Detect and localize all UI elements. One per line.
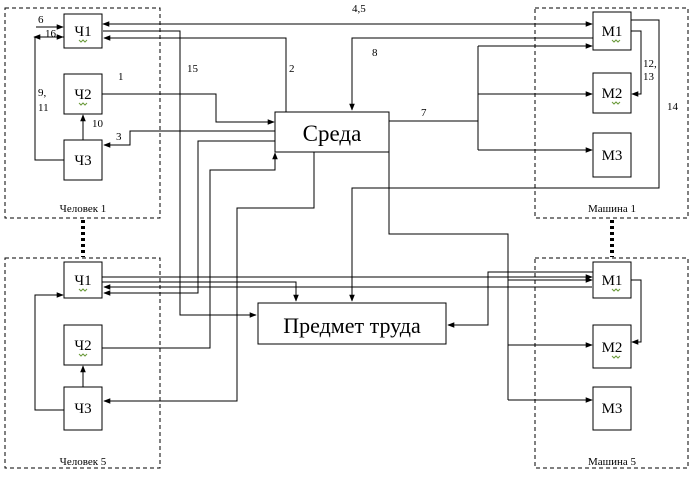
m1-m3-block (592, 132, 632, 178)
h5-ch3-block (63, 386, 103, 431)
m1-m2-label: М2 (602, 86, 623, 102)
link-14 (349, 19, 660, 302)
link-2 (103, 35, 287, 112)
m1-m2-block (592, 72, 632, 114)
h5-ch1-block (63, 261, 103, 299)
link-label-6: 6 (38, 14, 44, 26)
link-label-3: 3 (116, 131, 122, 143)
link-label-11: 11 (38, 102, 49, 114)
link-label-10: 10 (92, 118, 104, 130)
link-3 (103, 130, 275, 148)
link-label-1: 1 (118, 71, 124, 83)
link-label-45: 4,5 (352, 3, 366, 15)
h5-ch2-label: Ч2 (74, 338, 91, 354)
link-label-2: 2 (289, 63, 295, 75)
link-env-h5-ch3 (103, 152, 315, 404)
link-label-13: 13 (643, 71, 655, 83)
labor-object-block (257, 302, 447, 345)
link-h5-ch2-env (102, 152, 278, 349)
machine1-caption: Машина 1 (588, 203, 636, 215)
link-m5-labor (447, 271, 593, 328)
m1-m1-label: М1 (602, 24, 623, 40)
m5-m1-label: М1 (602, 273, 623, 289)
m5-m3-block (592, 386, 632, 431)
link-8 (349, 37, 593, 111)
h5-ch3-label: Ч3 (74, 401, 91, 417)
link-env-h5-ch1 (103, 140, 275, 296)
labor-object-label: Предмет труда (283, 313, 421, 338)
environment-label: Среда (303, 121, 362, 146)
link-label-12: 12, (643, 58, 657, 70)
m1-m3-label: М3 (602, 148, 623, 164)
h5-ch2-block (63, 324, 103, 366)
link-label-7: 7 (421, 107, 427, 119)
group-frame-human1 (4, 7, 161, 219)
human1-caption: Человек 1 (60, 203, 107, 215)
link-9-11 (34, 34, 64, 161)
m5-m2-label: М2 (602, 340, 623, 356)
group-frame-human5 (4, 257, 161, 469)
link-label-9: 9, (38, 87, 47, 99)
link-1 (102, 93, 275, 125)
link-label-8: 8 (372, 47, 378, 59)
h1-ch1-block (63, 13, 103, 49)
environment-block (274, 111, 390, 153)
machine5-caption: Машина 5 (588, 456, 637, 468)
m1-m1-block (592, 11, 632, 51)
h1-ch3-label: Ч3 (74, 153, 91, 169)
link-h5-loop (34, 292, 64, 411)
link-label-15: 15 (187, 63, 199, 75)
link-env-machine5 (388, 152, 593, 283)
link-label-16: 16 (45, 28, 57, 40)
link-12-13 (631, 30, 642, 97)
link-m5-m1-m2 (631, 279, 642, 345)
h5-ch1-label: Ч1 (74, 273, 91, 289)
m5-m2-block (592, 324, 632, 369)
m5-m3-label: М3 (602, 401, 623, 417)
m5-m1-block (592, 261, 632, 299)
human5-caption: Человек 5 (60, 456, 107, 468)
link-label-14: 14 (667, 101, 679, 113)
h1-ch1-label: Ч1 (74, 24, 91, 40)
link-h5-ch1-labor (102, 281, 299, 302)
h1-ch2-label: Ч2 (74, 87, 91, 103)
link-15 (103, 30, 257, 318)
